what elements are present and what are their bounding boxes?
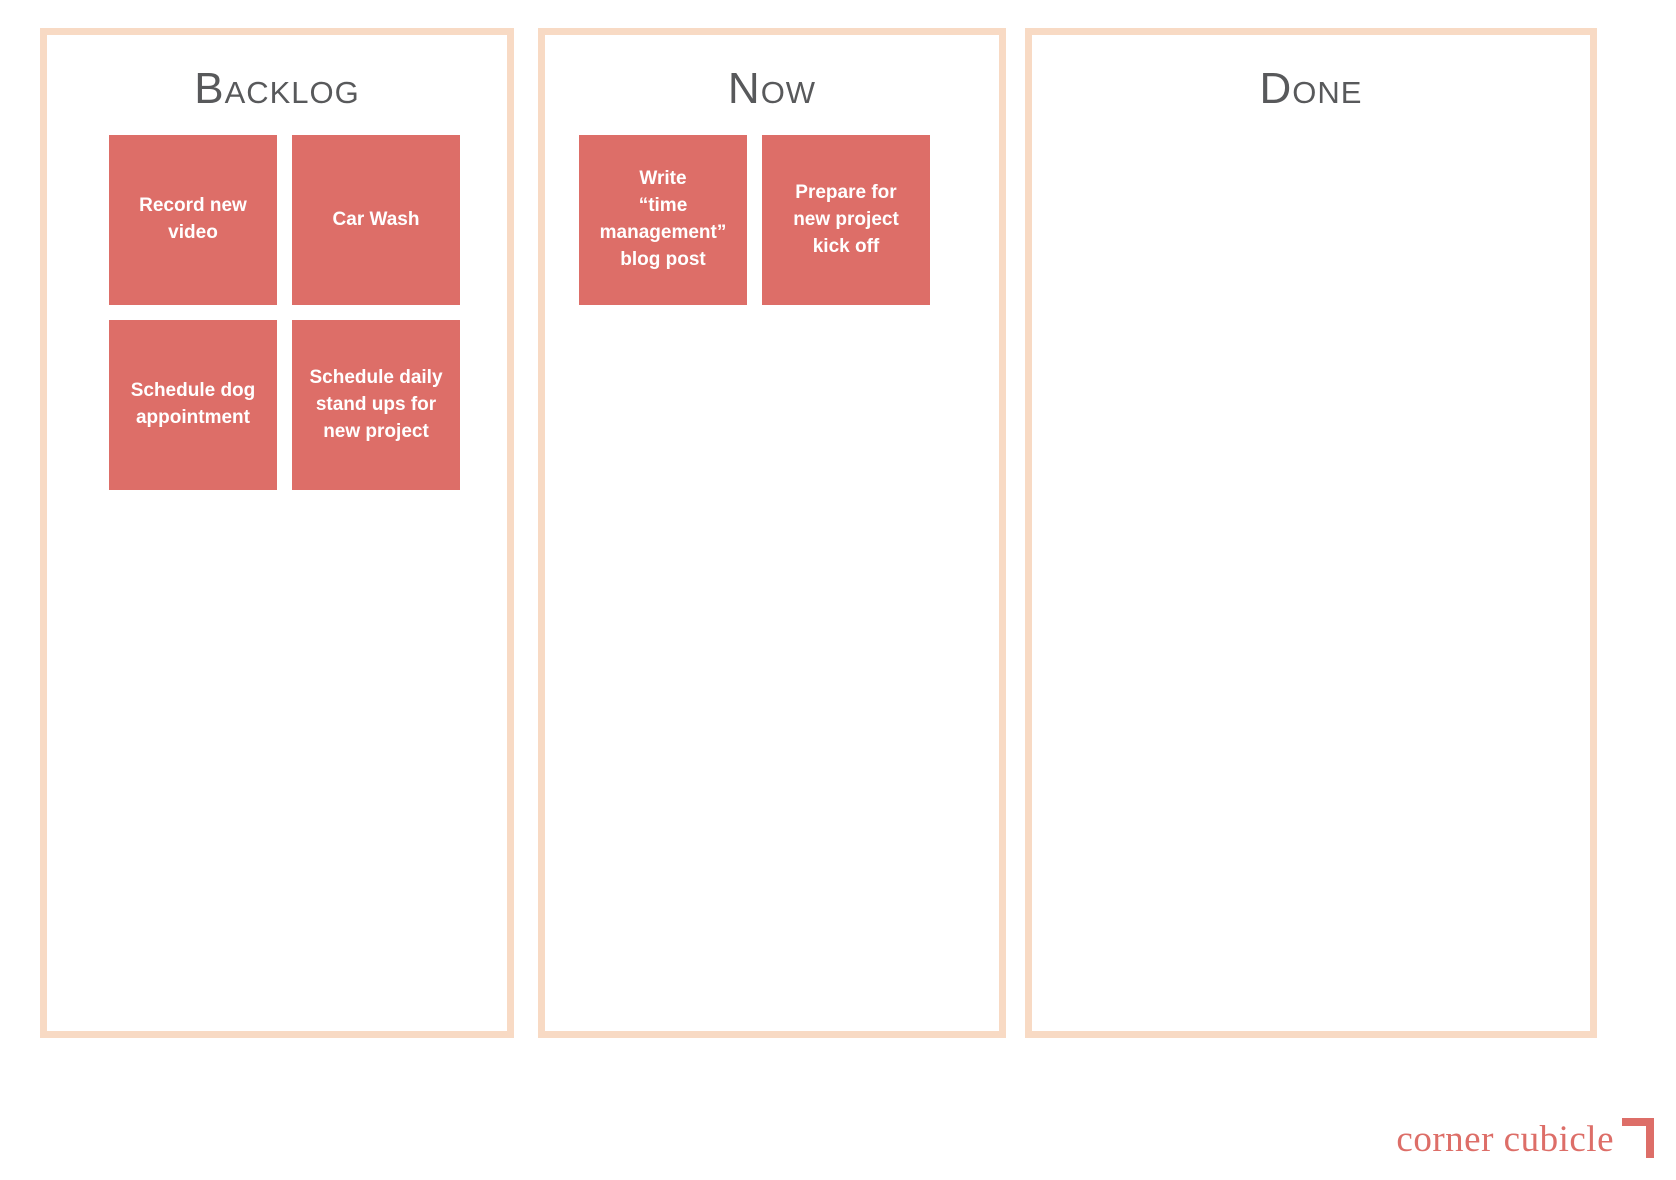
- card[interactable]: Schedule daily stand ups for new project: [292, 320, 460, 491]
- card[interactable]: Schedule dog appointment: [109, 320, 277, 491]
- card[interactable]: Car Wash: [292, 135, 460, 306]
- card[interactable]: Write “time management” blog post: [579, 135, 747, 306]
- column-done: Done: [1025, 28, 1597, 1038]
- column-now: Now Write “time management” blog post Pr…: [538, 28, 1006, 1038]
- corner-cubicle-logo: corner cubicle: [1396, 1118, 1654, 1158]
- logo-text: corner cubicle: [1396, 1119, 1614, 1160]
- card[interactable]: Prepare for new project kick off: [762, 135, 930, 306]
- column-title-done: Done: [1259, 64, 1363, 113]
- column-title-now: Now: [727, 64, 817, 113]
- column-title-backlog: Backlog: [194, 64, 360, 113]
- card-list-now: Write “time management” blog post Prepar…: [545, 135, 999, 306]
- column-backlog: Backlog Record new video Car Wash Schedu…: [40, 28, 514, 1038]
- card-list-backlog: Record new video Car Wash Schedule dog a…: [47, 135, 507, 491]
- card[interactable]: Record new video: [109, 135, 277, 306]
- corner-bracket-icon: [1622, 1118, 1654, 1158]
